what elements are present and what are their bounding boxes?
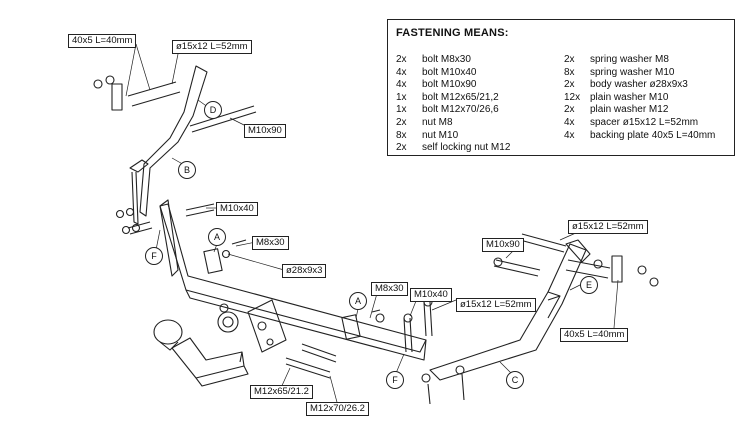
legend-qty: 4x [396, 79, 407, 91]
legend-qty: 2x [396, 116, 407, 128]
label-bolt-m10x40-left: M10x40 [216, 202, 258, 216]
legend-qty: 4x [564, 116, 575, 128]
fastening-means-legend: FASTENING MEANS: 2x bolt M8x30 4x bolt M10… [387, 19, 735, 156]
flange-plate [247, 299, 287, 353]
label-bolt-m8x30-left: M8x30 [252, 236, 289, 250]
legend-row: 4x backing plate 40x5 L=40mm [564, 130, 715, 143]
legend-item: bolt M8x30 [422, 54, 471, 65]
legend-row: 4x bolt M10x90 [396, 79, 510, 92]
legend-row: 4x bolt M10x40 [396, 67, 510, 80]
callout-d: D [204, 101, 222, 119]
legend-item: nut M10 [422, 129, 459, 141]
legend-item: backing plate 40x5 L=40mm [590, 129, 716, 141]
callout-f-right: F [386, 371, 404, 389]
bracket-b [139, 65, 208, 217]
legend-title: FASTENING MEANS: [396, 27, 509, 39]
legend-item: spring washer M8 [590, 54, 669, 65]
callout-f-left: F [145, 247, 163, 265]
legend-qty: 8x [564, 66, 575, 78]
callout-a-left: A [208, 228, 226, 246]
label-spacer-mid: ø15x12 L=52mm [456, 298, 536, 312]
legend-item: bolt M10x40 [422, 66, 477, 78]
label-bolt-m10x40-right: M10x40 [410, 288, 452, 302]
callout-b: B [178, 161, 196, 179]
legend-qty: 2x [396, 54, 407, 65]
legend-row: 2x plain washer M12 [564, 104, 715, 117]
legend-qty: 2x [564, 104, 575, 116]
legend-qty: 2x [564, 54, 575, 65]
legend-item: plain washer M10 [590, 91, 669, 103]
legend-row: 4x spacer ø15x12 L=52mm [564, 117, 715, 130]
label-backing-plate-left: 40x5 L=40mm [68, 34, 137, 48]
legend-row: 2x nut M8 [396, 117, 510, 130]
legend-qty: 1x [396, 91, 407, 103]
callout-a-right: A [349, 292, 367, 310]
legend-left-column: 2x bolt M8x30 4x bolt M10x40 4x bolt M10x90… [396, 54, 510, 155]
callout-c: C [506, 371, 524, 389]
label-bolt-m10x90-right: M10x90 [482, 238, 524, 252]
legend-right-column: 2x spring washer M8 8x spring washer M10 2… [564, 54, 715, 142]
legend-qty: 2x [396, 142, 407, 154]
ball-neck [171, 337, 245, 379]
legend-qty: 2x [564, 79, 575, 91]
label-bolt-m10x90-left: M10x90 [244, 124, 286, 138]
crossbar [159, 203, 427, 353]
bracket-c [429, 243, 587, 381]
legend-row: 1x bolt M12x70/26,6 [396, 104, 510, 117]
legend-item: self locking nut M12 [422, 142, 511, 154]
legend-row: 2x spring washer M8 [564, 54, 715, 67]
label-bolt-m12x70: M12x70/26.2 [306, 402, 369, 416]
legend-item: spacer ø15x12 L=52mm [590, 116, 699, 128]
callout-e: E [580, 276, 598, 294]
label-bolt-m12x65: M12x65/21.2 [250, 385, 313, 399]
legend-item: spring washer M10 [590, 66, 675, 78]
label-spacer-left: ø15x12 L=52mm [172, 40, 252, 54]
legend-row: 8x spring washer M10 [564, 67, 715, 80]
label-body-washer: ø28x9x3 [282, 264, 327, 278]
legend-item: bolt M12x70/26,6 [422, 104, 499, 116]
legend-qty: 12x [564, 91, 581, 103]
legend-qty: 1x [396, 104, 407, 116]
legend-qty: 4x [564, 129, 575, 141]
legend-item: body washer ø28x9x3 [590, 79, 688, 91]
legend-item: nut M8 [422, 116, 453, 128]
legend-qty: 8x [396, 129, 407, 141]
label-backing-plate-right: 40x5 L=40mm [560, 328, 629, 342]
legend-row: 2x bolt M8x30 [396, 54, 510, 67]
legend-item: plain washer M12 [590, 104, 669, 116]
tow-ball [153, 319, 183, 345]
legend-row: 8x nut M10 [396, 130, 510, 143]
legend-row: 12x plain washer M10 [564, 92, 715, 105]
legend-row: 2x self locking nut M12 [396, 142, 510, 155]
legend-row: 1x bolt M12x65/21,2 [396, 92, 510, 105]
legend-item: bolt M12x65/21,2 [422, 91, 499, 103]
legend-item: bolt M10x90 [422, 79, 477, 91]
label-spacer-right: ø15x12 L=52mm [568, 220, 648, 234]
label-bolt-m8x30-right: M8x30 [371, 282, 408, 296]
legend-qty: 4x [396, 66, 407, 78]
legend-row: 2x body washer ø28x9x3 [564, 79, 715, 92]
